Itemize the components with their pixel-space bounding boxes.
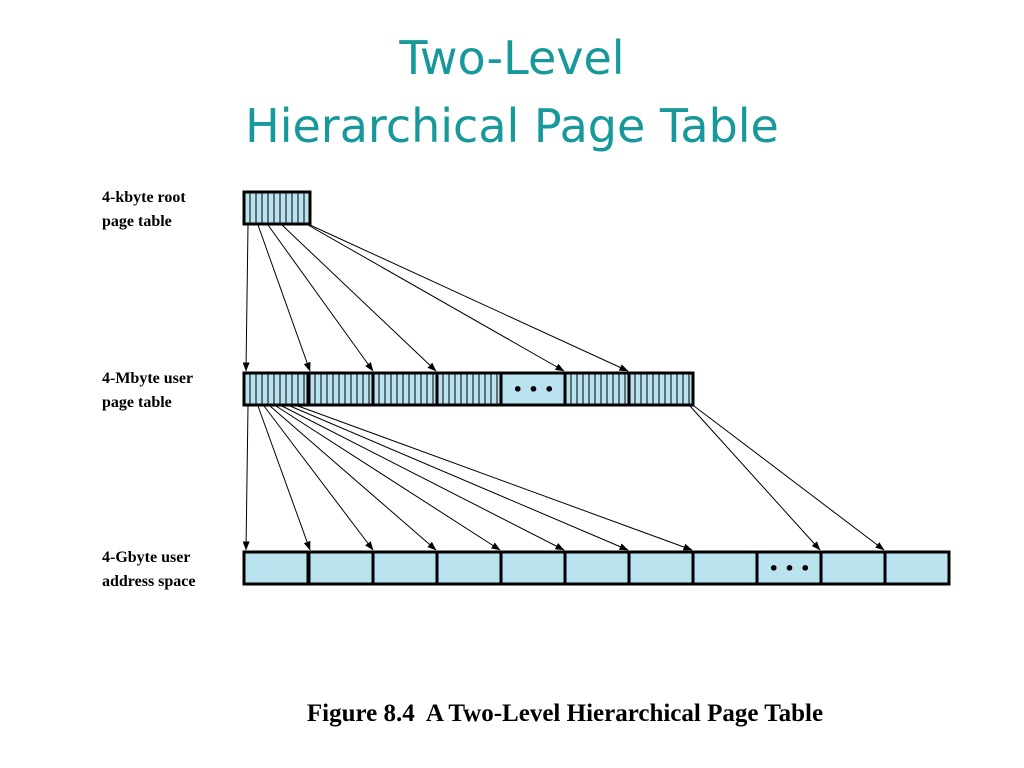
address-space-page xyxy=(627,550,695,586)
user-page-table-block xyxy=(242,371,310,407)
user-page-table-block xyxy=(563,371,631,407)
address-space-page xyxy=(883,550,951,586)
root-to-page-table-arrow xyxy=(309,224,629,372)
page-table-to-address-space-arrow xyxy=(269,405,437,551)
root-label-line-2: page table xyxy=(102,213,172,230)
figure-caption: Figure 8.4 A Two-Level Hierarchical Page… xyxy=(306,700,824,727)
page-table-boxes: • • • • • • xyxy=(242,190,951,586)
address-space-page xyxy=(435,550,503,586)
page-table-to-address-space-arrow xyxy=(275,405,501,551)
page-table-to-address-space-arrow xyxy=(263,405,374,551)
user-page-table-block xyxy=(371,371,439,407)
user-page-table-label-line-1: 4-Mbyte user xyxy=(102,370,194,387)
mapping-arrows xyxy=(242,224,885,551)
address-space-page-box xyxy=(563,550,631,586)
address-space-page xyxy=(563,550,631,586)
user-page-table-ellipsis: • • • xyxy=(513,380,555,399)
address-space-page xyxy=(307,550,375,586)
root-page-table xyxy=(242,190,312,226)
page-table-to-address-space-arrow xyxy=(281,405,565,551)
title-line-2: Hierarchical Page Table xyxy=(245,99,779,153)
user-page-table: • • • xyxy=(242,371,695,407)
address-space: • • • xyxy=(242,550,951,586)
address-space-label: 4-Gbyte user address space xyxy=(102,546,242,594)
address-space-page-box xyxy=(242,550,310,586)
user-page-table-block-box xyxy=(242,371,310,407)
page-table-to-address-space-arrow xyxy=(242,405,250,551)
address-space-page-box xyxy=(691,550,759,586)
address-space-page-box xyxy=(307,550,375,586)
address-space-page-box xyxy=(627,550,695,586)
user-page-table-block xyxy=(307,371,375,407)
address-space-page-box xyxy=(371,550,439,586)
user-page-table-block-box xyxy=(563,371,631,407)
address-space-page xyxy=(499,550,567,586)
root-to-page-table-arrow xyxy=(307,224,565,372)
title-line-1: Two-Level xyxy=(399,31,625,85)
user-page-table-block xyxy=(627,371,695,407)
root-page-table-label: 4-kbyte root page table xyxy=(102,186,242,234)
address-space-page-box xyxy=(883,550,951,586)
address-space-page xyxy=(371,550,439,586)
address-space-page-box xyxy=(499,550,567,586)
user-page-table-block: • • • xyxy=(499,371,567,407)
slide-title: Two-Level Hierarchical Page Table xyxy=(0,24,1024,160)
root-page-table-box xyxy=(242,190,312,226)
page-table-to-address-space-arrow xyxy=(289,405,629,551)
address-space-label-line-2: address space xyxy=(102,573,196,590)
page-table-to-address-space-arrow xyxy=(693,405,885,551)
page-table-to-address-space-arrow xyxy=(297,405,693,551)
address-space-page-box xyxy=(435,550,503,586)
address-space-page-box xyxy=(819,550,887,586)
root-to-page-table-arrow xyxy=(257,224,311,372)
page-table-to-address-space-arrow xyxy=(257,405,311,551)
address-space-page: • • • xyxy=(755,550,823,586)
address-space-page xyxy=(691,550,759,586)
root-to-page-table-arrow xyxy=(242,224,250,372)
page-table-to-address-space-arrow xyxy=(689,405,821,551)
address-space-label-line-1: 4-Gbyte user xyxy=(102,549,191,566)
address-space-page xyxy=(242,550,310,586)
address-space-ellipsis: • • • xyxy=(769,559,811,578)
user-page-table-block xyxy=(435,371,503,407)
address-space-page xyxy=(819,550,887,586)
user-page-table-block-box xyxy=(371,371,439,407)
user-page-table-block-box xyxy=(435,371,503,407)
root-to-page-table-arrow xyxy=(281,224,437,372)
user-page-table-label: 4-Mbyte user page table xyxy=(102,367,242,415)
user-page-table-block-box xyxy=(627,371,695,407)
root-label-line-1: 4-kbyte root xyxy=(102,189,186,206)
root-to-page-table-arrow xyxy=(267,224,374,372)
user-page-table-label-line-2: page table xyxy=(102,394,172,411)
address-space-page-box xyxy=(755,550,823,586)
